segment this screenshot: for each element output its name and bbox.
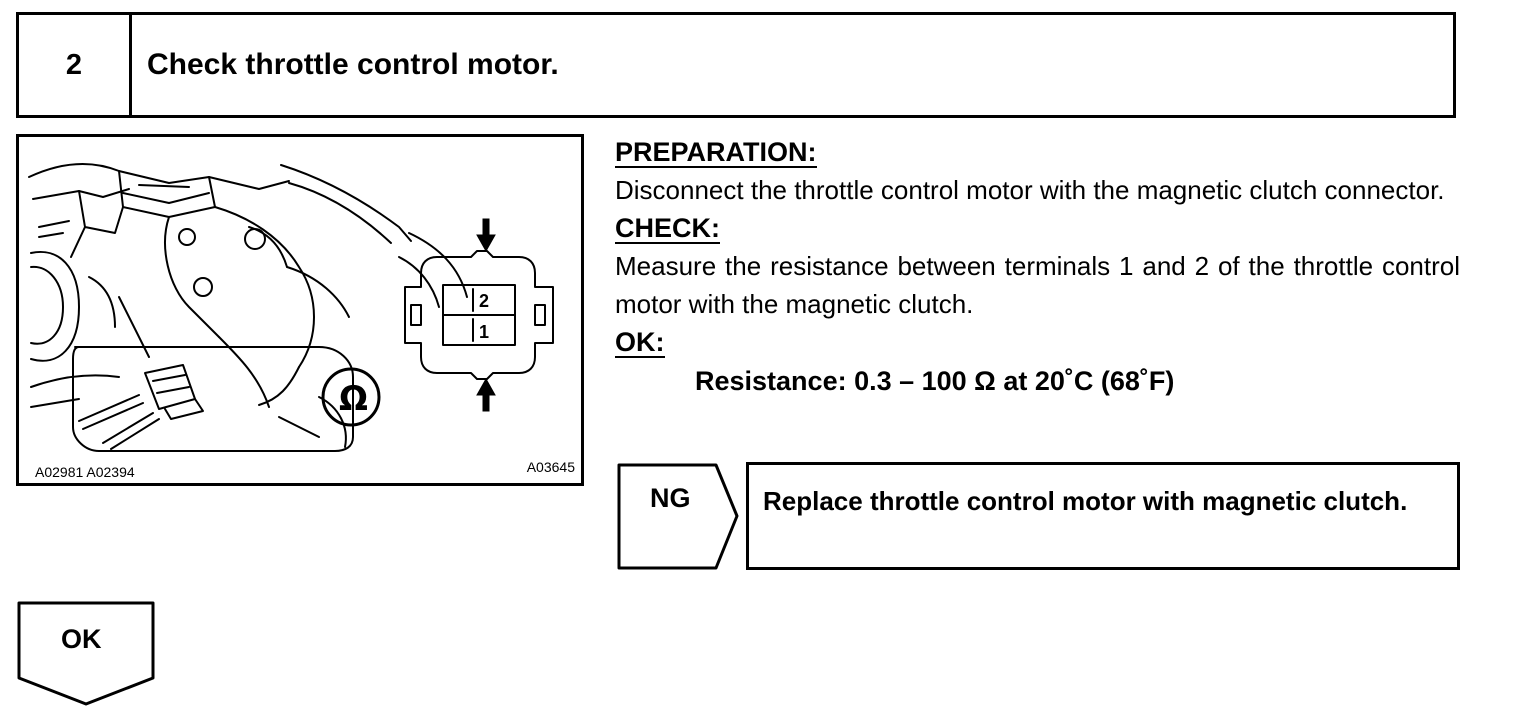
ok-arrow-icon — [17, 601, 155, 706]
ohm-icon: Ω — [339, 379, 368, 419]
preparation-text: Disconnect the throttle control motor wi… — [615, 175, 1445, 205]
ng-label: NG — [650, 483, 691, 513]
procedure-text: PREPARATION: Disconnect the throttle con… — [615, 133, 1460, 401]
step-number: 2 — [19, 15, 132, 115]
step-title: Check throttle control motor. — [147, 48, 559, 81]
check-text: Measure the resistance between terminals… — [615, 251, 1460, 319]
ok-heading: OK: — [615, 327, 665, 358]
check-heading: CHECK: — [615, 213, 720, 244]
terminal-1-label: 1 — [479, 322, 489, 342]
step-header: 2 Check throttle control motor. — [16, 12, 1456, 118]
ok-flow-label: OK — [61, 624, 102, 654]
figure-code-left: A02981 A02394 — [35, 464, 135, 480]
preparation-heading: PREPARATION: — [615, 137, 817, 168]
ng-action-box: Replace throttle control motor with magn… — [746, 462, 1460, 570]
terminal-2-label: 2 — [479, 291, 489, 311]
ng-arrow-icon — [617, 463, 739, 570]
illustration-figure: 2 1 Ω A02981 A02394 A03645 — [16, 134, 584, 486]
resistance-spec: Resistance: 0.3 – 100 Ω at 20˚C (68˚F) — [695, 366, 1175, 396]
engine-connector-illustration: 2 1 Ω — [28, 162, 554, 452]
figure-code-right: A03645 — [526, 459, 575, 475]
